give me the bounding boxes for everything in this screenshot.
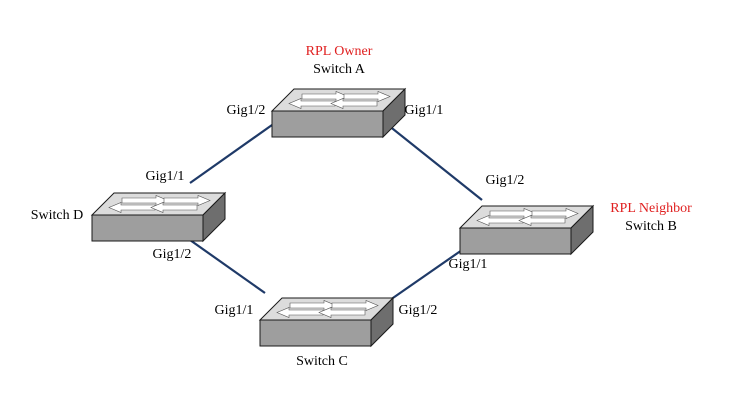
link-a-b [387, 124, 483, 201]
port-b-bottom-label: Gig1/1 [449, 257, 488, 272]
switch-a-icon[interactable] [271, 88, 406, 138]
switch-d-name: Switch D [31, 208, 84, 223]
link-a-d [189, 124, 273, 184]
switch-c-icon[interactable] [259, 297, 394, 347]
switch-c-name: Switch C [296, 354, 348, 369]
switch-b-icon[interactable] [459, 205, 594, 255]
port-c-left-label: Gig1/1 [215, 303, 254, 318]
port-c-right-label: Gig1/2 [399, 303, 438, 318]
ring-links [189, 124, 483, 301]
port-a-right-label: Gig1/1 [405, 103, 444, 118]
switch-b-name: Switch B [625, 219, 677, 234]
switch-a-role: RPL Owner [306, 44, 373, 59]
port-b-top-label: Gig1/2 [486, 173, 525, 188]
switch-b-role: RPL Neighbor [610, 201, 692, 216]
switch-d-icon[interactable] [91, 192, 226, 242]
link-c-b [389, 249, 463, 301]
switch-a-name: Switch A [313, 62, 366, 77]
port-a-left-label: Gig1/2 [227, 103, 266, 118]
port-d-top-label: Gig1/1 [146, 169, 185, 184]
link-d-c [189, 239, 266, 294]
port-d-bottom-label: Gig1/2 [153, 247, 192, 262]
